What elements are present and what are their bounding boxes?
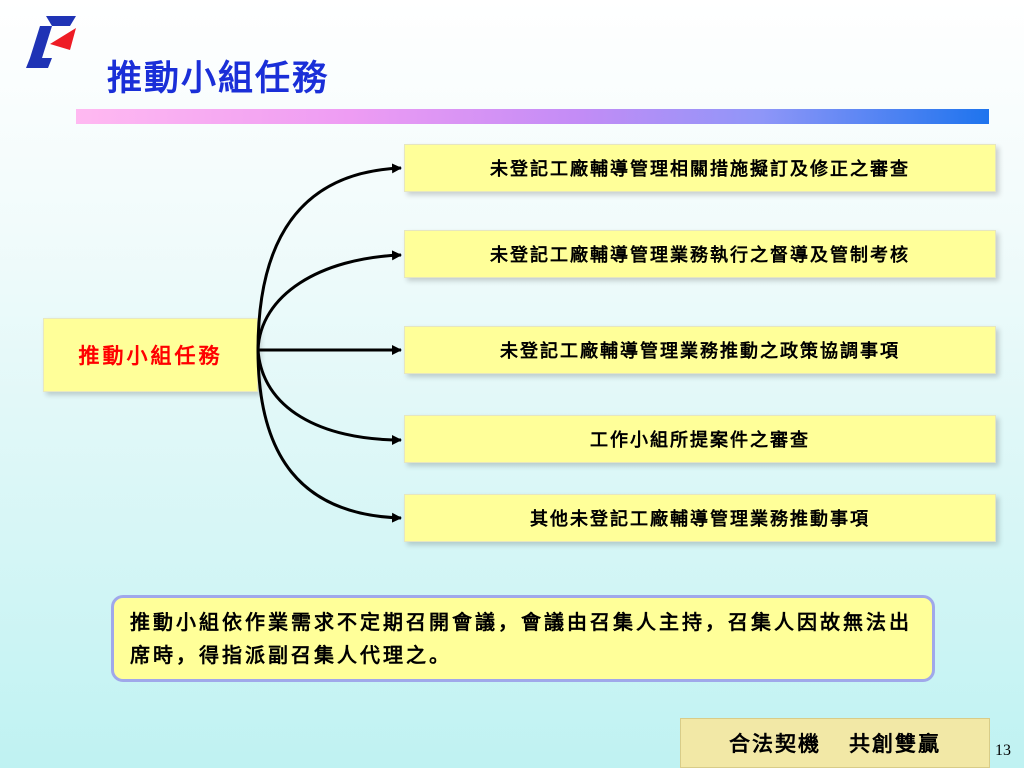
- footer-right: 共創雙贏: [849, 731, 941, 756]
- page-number: 13: [995, 742, 1011, 759]
- title-divider: [76, 109, 989, 124]
- task-label: 其他未登記工廠輔導管理業務推動事項: [530, 509, 870, 530]
- footer-slogan: 合法契機 共創雙贏: [680, 718, 990, 768]
- arrow-1: [256, 163, 402, 351]
- task-box-4: 工作小組所提案件之審查: [404, 415, 996, 463]
- center-node: 推動小組任務: [43, 318, 258, 392]
- task-label: 未登記工廠輔導管理業務執行之督導及管制考核: [490, 245, 910, 266]
- arrow-5: [256, 349, 402, 523]
- center-label: 推動小組任務: [78, 343, 223, 368]
- task-label: 工作小組所提案件之審查: [590, 430, 810, 451]
- task-box-3: 未登記工廠輔導管理業務推動之政策協調事項: [404, 326, 996, 374]
- task-label: 未登記工廠輔導管理業務推動之政策協調事項: [500, 341, 900, 362]
- company-logo: [26, 16, 76, 68]
- task-box-1: 未登記工廠輔導管理相關措施擬訂及修正之審查: [404, 144, 996, 192]
- task-box-2: 未登記工廠輔導管理業務執行之督導及管制考核: [404, 230, 996, 278]
- arrow-2: [256, 250, 402, 351]
- arrow-4: [256, 349, 402, 445]
- task-box-5: 其他未登記工廠輔導管理業務推動事項: [404, 494, 996, 542]
- footer-left: 合法契機: [729, 731, 821, 756]
- task-label: 未登記工廠輔導管理相關措施擬訂及修正之審查: [490, 159, 910, 180]
- page-title: 推動小組任務: [107, 58, 330, 99]
- meeting-note: 推動小組依作業需求不定期召開會議，會議由召集人主持，召集人因故無法出席時，得指派…: [111, 595, 935, 682]
